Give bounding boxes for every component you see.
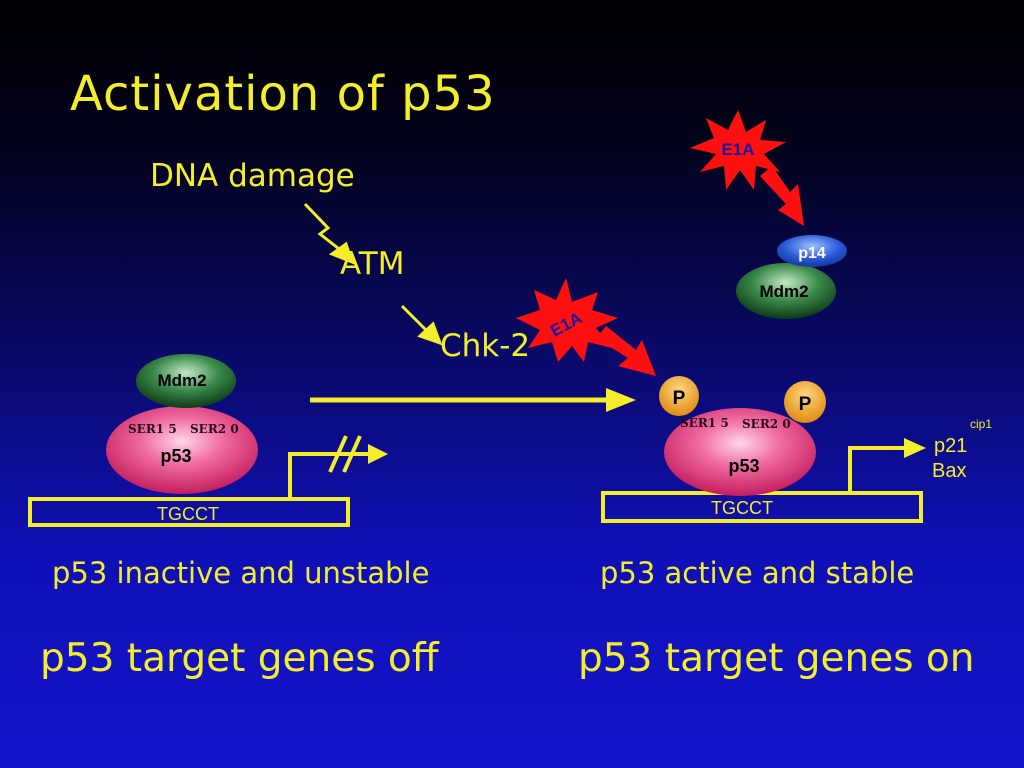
left-p53-complex: TGCCT SER1 5 SER2 0 p53 Mdm2 [28,354,388,527]
e1a-mid-arrow [596,326,656,376]
left-ser20-label: SER2 0 [190,422,239,436]
arrow-atm-chk2 [400,304,443,346]
page-title: Activation of p53 [70,66,496,122]
right-state-caption: p53 active and stable [600,556,915,590]
phospho-left [659,376,699,416]
mdm2-p14-complex: Mdm2 p14 [736,235,847,319]
cip1-label: cip1 [970,417,992,431]
chk2-label: Chk-2 [440,328,531,364]
e1a-top-burst [690,110,786,190]
left-tgcct-label: TGCCT [157,504,219,524]
left-p53-label: p53 [160,446,191,466]
left-ser15-label: SER1 5 [128,422,177,436]
right-genes-caption: p53 target genes on [578,636,975,681]
lightning-arrow-dna-atm [303,202,355,265]
phospho-left-label: P [673,388,686,409]
right-p53-label: p53 [728,456,759,476]
left-state-caption: p53 inactive and unstable [52,556,430,590]
right-ser20-label: SER2 0 [742,417,791,431]
activation-arrow [310,388,636,412]
left-mdm2-label: Mdm2 [157,371,206,390]
phospho-right-label: P [799,394,812,415]
p14-label: p14 [798,245,826,262]
left-p53-protein [106,406,258,494]
e1a-top-label: E1A [721,140,754,159]
p14-protein [777,235,847,267]
right-tgcct-label: TGCCT [711,498,773,518]
atm-label: ATM [340,246,405,282]
bax-label: Bax [932,460,966,482]
e1a-top-arrow [760,166,804,226]
left-mdm2-protein [136,354,236,408]
free-mdm2-label: Mdm2 [759,282,808,301]
phospho-right [784,381,826,423]
e1a-mid: E1A [516,278,656,376]
free-mdm2-protein [736,263,836,319]
e1a-top: E1A [690,110,804,226]
right-p53-protein [664,408,816,496]
p21-label: p21 [934,435,967,457]
left-genes-caption: p53 target genes off [40,636,439,681]
dna-damage-label: DNA damage [150,158,355,194]
right-ser15-label: SER1 5 [680,416,729,430]
right-p53-complex: TGCCT SER1 5 SER2 0 p53 P P p21 cip1 Bax [601,376,992,523]
e1a-mid-burst [516,278,618,362]
